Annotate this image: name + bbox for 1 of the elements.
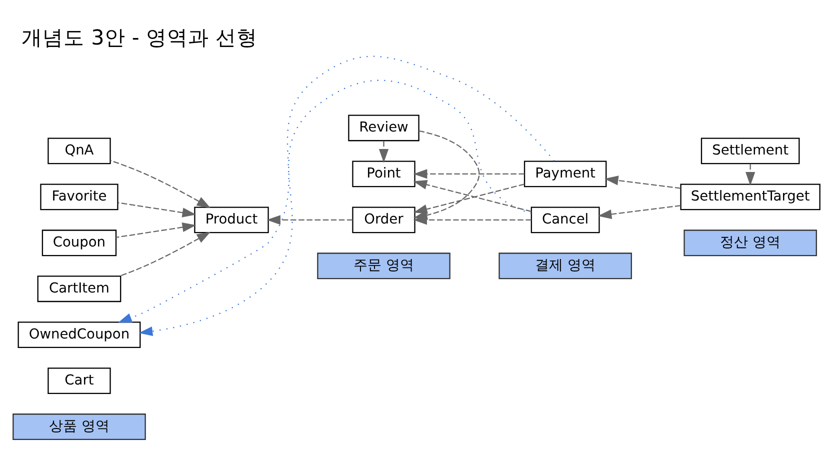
diagram-title: 개념도 3안 - 영역과 선형 xyxy=(22,25,258,50)
